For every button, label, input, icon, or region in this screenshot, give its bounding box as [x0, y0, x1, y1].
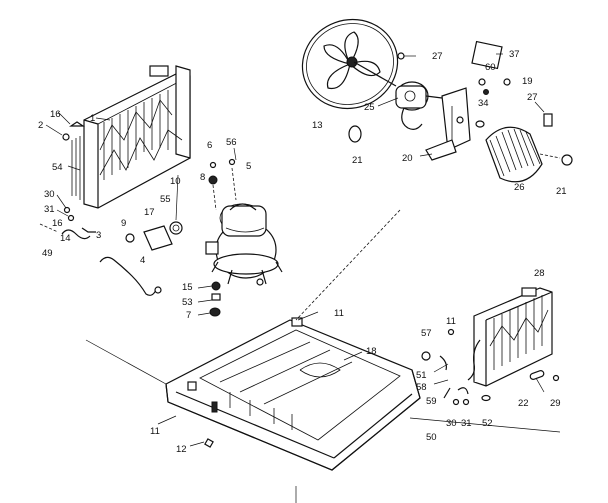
- fan-blade: [301, 18, 399, 143]
- fan-motor: [395, 40, 553, 161]
- callout-11b: 11: [150, 426, 160, 437]
- assembly-line: [295, 209, 401, 321]
- callout-labels: 16 2 1 54 30 31 16 14 3 49 9 17 10 55 6 …: [38, 49, 567, 455]
- callout-11c: 11: [446, 316, 456, 327]
- blower-wheel: [485, 126, 573, 183]
- callout-29: 29: [550, 398, 561, 409]
- callout-31b: 31: [461, 418, 472, 429]
- callout-10: 10: [170, 176, 181, 187]
- callout-16a: 16: [50, 109, 61, 120]
- callout-25: 25: [364, 102, 375, 113]
- callout-53: 53: [182, 297, 193, 308]
- callout-55: 55: [160, 194, 171, 205]
- callout-57: 57: [421, 328, 432, 339]
- evaporator-coil: [39, 65, 191, 240]
- callout-3: 3: [96, 230, 101, 241]
- callout-51: 51: [416, 370, 427, 381]
- callout-49: 49: [42, 248, 53, 259]
- callout-11a: 11: [334, 308, 344, 319]
- callout-56: 56: [226, 137, 237, 148]
- callout-59: 59: [426, 396, 437, 407]
- base-pan: [85, 317, 421, 471]
- callout-26: 26: [514, 182, 525, 193]
- condenser-coil: [409, 287, 561, 433]
- callout-6: 6: [207, 140, 212, 151]
- callout-28: 28: [534, 268, 545, 279]
- callout-7: 7: [186, 310, 191, 321]
- callout-54: 54: [52, 162, 63, 173]
- callout-30a: 30: [44, 189, 55, 200]
- callout-34: 34: [478, 98, 489, 109]
- callout-52: 52: [482, 418, 493, 429]
- callout-30b: 30: [446, 418, 457, 429]
- leader-lines: [45, 53, 545, 447]
- callout-19: 19: [522, 76, 533, 87]
- callout-60: 60: [485, 62, 496, 73]
- callout-37: 37: [509, 49, 520, 60]
- callout-4: 4: [140, 255, 145, 266]
- callout-14: 14: [60, 233, 71, 244]
- callout-21b: 21: [556, 186, 567, 197]
- callout-22: 22: [518, 398, 529, 409]
- callout-58: 58: [416, 382, 427, 393]
- callout-27a: 27: [432, 51, 443, 62]
- callout-21a: 21: [352, 155, 363, 166]
- callout-15: 15: [182, 282, 193, 293]
- callout-18: 18: [366, 346, 377, 357]
- compressor: [205, 158, 283, 317]
- callout-5: 5: [246, 161, 251, 172]
- control-components: [99, 221, 183, 296]
- callout-31a: 31: [44, 204, 55, 215]
- callout-2: 2: [38, 120, 43, 131]
- callout-20: 20: [402, 153, 413, 164]
- callout-17: 17: [144, 207, 155, 218]
- callout-50: 50: [426, 432, 437, 443]
- callout-27b: 27: [527, 92, 538, 103]
- callout-16b: 16: [52, 218, 63, 229]
- callout-9: 9: [121, 218, 126, 229]
- callout-1: 1: [90, 113, 95, 124]
- callout-8: 8: [200, 172, 205, 183]
- callout-12: 12: [176, 444, 187, 455]
- callout-13: 13: [312, 120, 323, 131]
